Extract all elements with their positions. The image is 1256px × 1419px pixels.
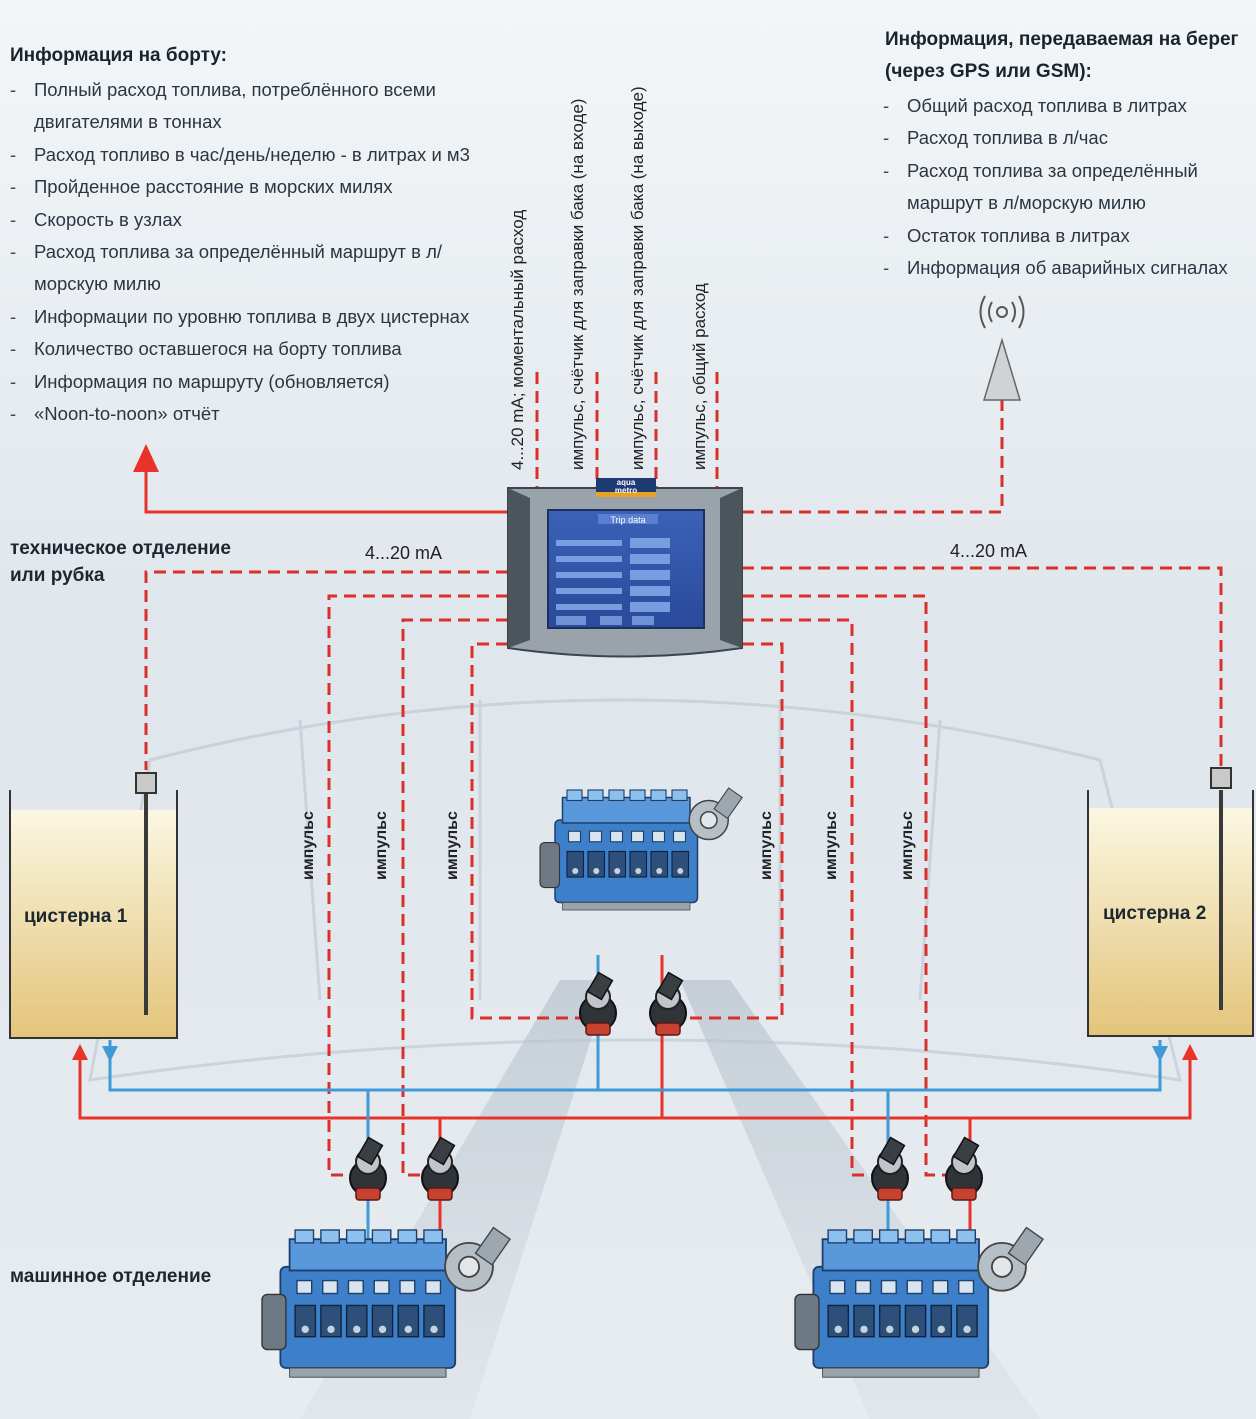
monitor-brand-line1: aqua [617,478,636,487]
shore-info-item: Расход топлива за определённый маршрут в… [883,155,1248,220]
shore-info-title-line1: Информация, передаваемая на берег [885,29,1239,50]
engines [261,787,1044,1378]
flow-meter-center-in [579,971,617,1036]
control-room-label-line1: техническое отделение [10,538,231,559]
ship-silhouette [88,698,1182,1082]
engine-center [539,787,743,911]
onboard-info-item: Информация по маршруту (обновляется) [10,366,500,399]
tank-2 [1087,767,1254,1037]
shore-info-item: Информация об аварийных сигналах [883,252,1248,285]
pulse-label-6: импульс [899,811,916,880]
flow-meters [349,971,983,1201]
signal-label-pulse-inlet: импульс, счётчик для заправки бака (на в… [568,98,587,470]
flow-meter-right-in [871,1136,909,1201]
ma-label-left: 4...20 mA [365,543,443,563]
flow-meter-left-in [349,1136,387,1201]
pulse-label-1: импульс [300,811,317,880]
pulse-label-3: импульс [444,811,461,880]
ma-label-right: 4...20 mA [950,541,1028,561]
tank-1-label: цистерна 1 [24,906,128,927]
flow-computer-monitor [507,478,743,658]
onboard-info-item: Пройденное расстояние в морских милях [10,171,500,204]
shore-info-list: Общий расход топлива в литрахРасход топл… [883,90,1248,285]
onboard-info-item: Полный расход топлива, потреблённого все… [10,74,500,139]
flow-meter-left-out [421,1136,459,1201]
control-room-label-line2: или рубка [10,565,105,586]
onboard-info-title: Информация на борту: [10,45,228,66]
onboard-info-item: Количество оставшегося на борту топлива [10,333,500,366]
engine-right [794,1226,1044,1378]
control-room-label: техническое отделение или рубка [10,535,231,589]
onboard-output-line [144,470,508,514]
pulse-label-5: импульс [823,811,840,880]
monitor-brand-line2: metro [615,486,637,495]
shore-info-title-line2: (через GPS или GSM): [885,61,1092,82]
signal-label-ma-instant: 4...20 mA; моментальный расход [508,209,527,470]
onboard-info-item: Расход топливо в час/день/неделю - в лит… [10,139,500,172]
onboard-info-item: Информации по уровню топлива в двух цист… [10,301,500,334]
onboard-info-item: Расход топлива за определённый маршрут в… [10,236,500,301]
signal-lines [144,372,1223,1177]
shore-info-item: Общий расход топлива в литрах [883,90,1248,123]
tank1-return-arrow [102,1046,118,1062]
engine-left [261,1226,511,1378]
pulse-label-4: импульс [758,811,775,880]
pulse-label-2: импульс [373,811,390,880]
tank-1 [9,772,178,1039]
signal-label-pulse-outlet: импульс, счётчик для заправки бака (на в… [628,86,647,470]
shore-info-item: Остаток топлива в литрах [883,220,1248,253]
tank2-supply-arrow [1182,1044,1198,1060]
signal-label-pulse-total: импульс, общий расход [690,283,709,470]
onboard-info-item: Скорость в узлах [10,204,500,237]
onboard-output-arrow [133,444,159,472]
engine-room-label: машинное отделение [10,1266,212,1287]
tank1-supply-arrow [72,1044,88,1060]
monitor-screen-title: Trip data [610,515,645,525]
tank2-return-arrow [1152,1046,1168,1062]
antenna-icon [979,295,1025,401]
flow-meter-center-out [649,971,687,1036]
tank-2-label: цистерна 2 [1103,903,1207,924]
onboard-info-item: «Noon-to-noon» отчёт [10,398,500,431]
shore-info-item: Расход топлива в л/час [883,122,1248,155]
onboard-info-list: Полный расход топлива, потреблённого все… [10,74,500,431]
flow-meter-right-out [945,1136,983,1201]
